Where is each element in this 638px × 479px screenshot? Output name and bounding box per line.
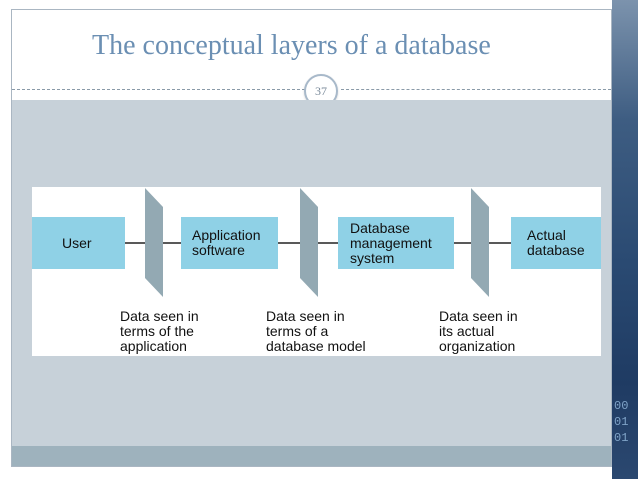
dbms-box: Database management system xyxy=(338,217,454,269)
caption-actual-organization-view: Data seen in its actual organization xyxy=(439,308,518,354)
title-rule-right xyxy=(341,89,611,90)
database-layers-diagram: User Application software Database manag… xyxy=(32,187,601,356)
slide-title: The conceptual layers of a database xyxy=(92,30,491,61)
layer-separator-2 xyxy=(300,188,318,297)
application-software-box: Application software xyxy=(181,217,278,269)
side-digits-decoration: 00 01 01 xyxy=(614,399,629,445)
layer-separator-1 xyxy=(145,188,163,297)
caption-application-view: Data seen in terms of the application xyxy=(120,308,199,354)
side-decoration-image xyxy=(612,0,638,479)
footer-band xyxy=(12,446,611,466)
diagram-connectors xyxy=(125,188,511,297)
title-rule-left xyxy=(12,89,305,90)
caption-database-model-view: Data seen in terms of a database model xyxy=(266,308,366,354)
actual-database-box: Actual database xyxy=(511,217,601,269)
user-box: User xyxy=(32,217,125,269)
layer-separator-3 xyxy=(471,188,489,297)
